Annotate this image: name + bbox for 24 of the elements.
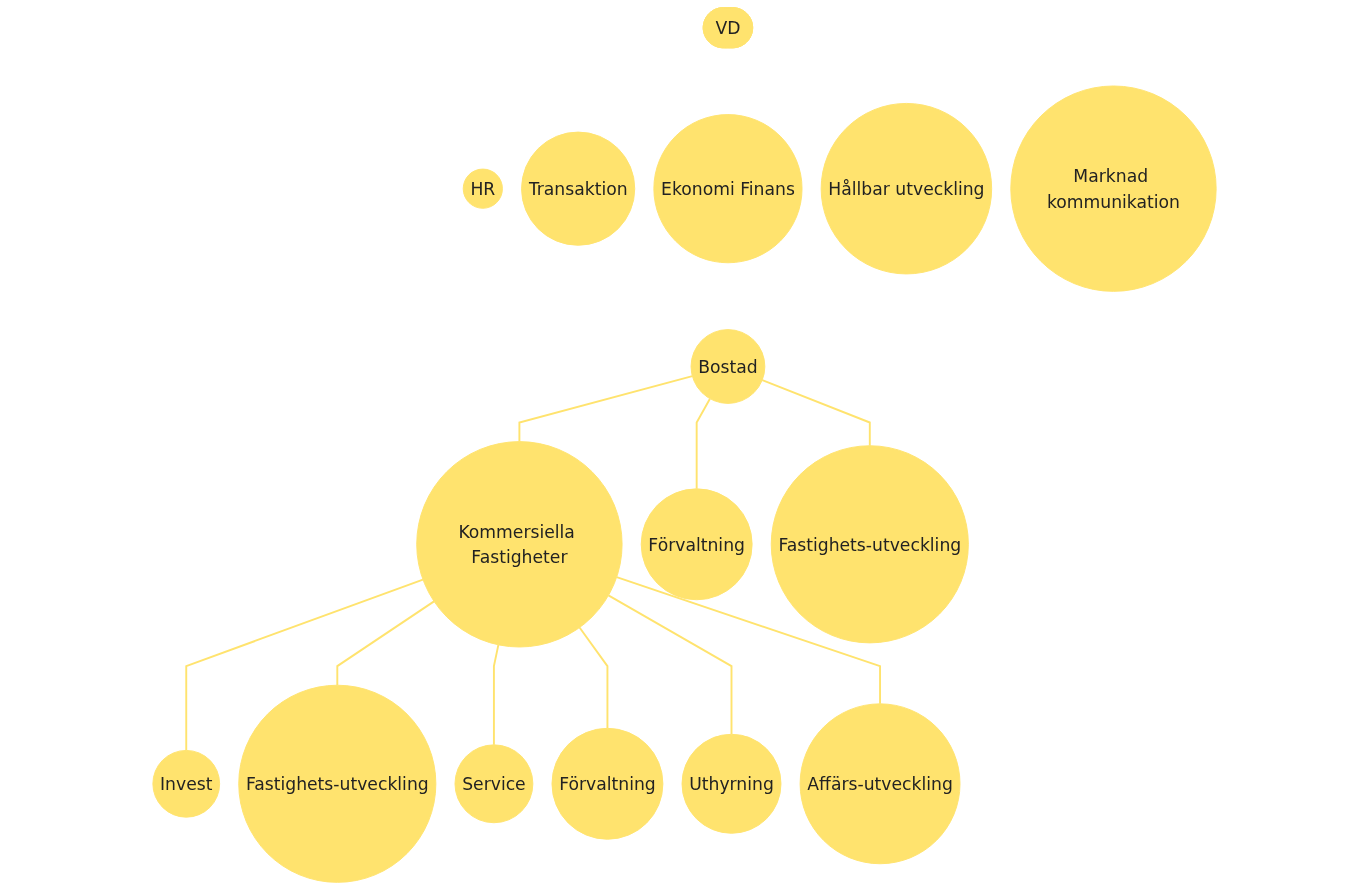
- node-circle: Fastighets-utveckling: [770, 445, 969, 644]
- connector: [518, 375, 694, 443]
- node-circle: Transaktion: [521, 131, 636, 246]
- node-circle: Hållbar utveckling: [820, 102, 993, 275]
- node-circle: HR: [462, 168, 503, 209]
- connector: [695, 397, 711, 490]
- node-circle: Kommersiella Fastigheter: [416, 441, 623, 648]
- connector: [607, 594, 733, 736]
- connector: [578, 626, 609, 730]
- connector: [492, 643, 500, 746]
- node-circle: Invest: [152, 749, 221, 818]
- node-circle: Marknad kommunikation: [1010, 85, 1217, 292]
- node-circle: Uthyrning: [681, 733, 782, 834]
- connector: [336, 600, 435, 687]
- node-circle: Förvaltning: [551, 727, 664, 840]
- connector: [761, 379, 871, 447]
- node-circle: Bostad: [690, 329, 766, 404]
- node-circle: Service: [454, 744, 534, 824]
- connector: [615, 576, 881, 705]
- connector: [185, 578, 424, 752]
- node-circle: Affärs-utveckling: [799, 703, 961, 865]
- node-circle: Förvaltning: [640, 488, 753, 601]
- node-circle: Ekonomi Finans: [653, 114, 803, 264]
- node-circle: Fastighets-utveckling: [238, 684, 437, 883]
